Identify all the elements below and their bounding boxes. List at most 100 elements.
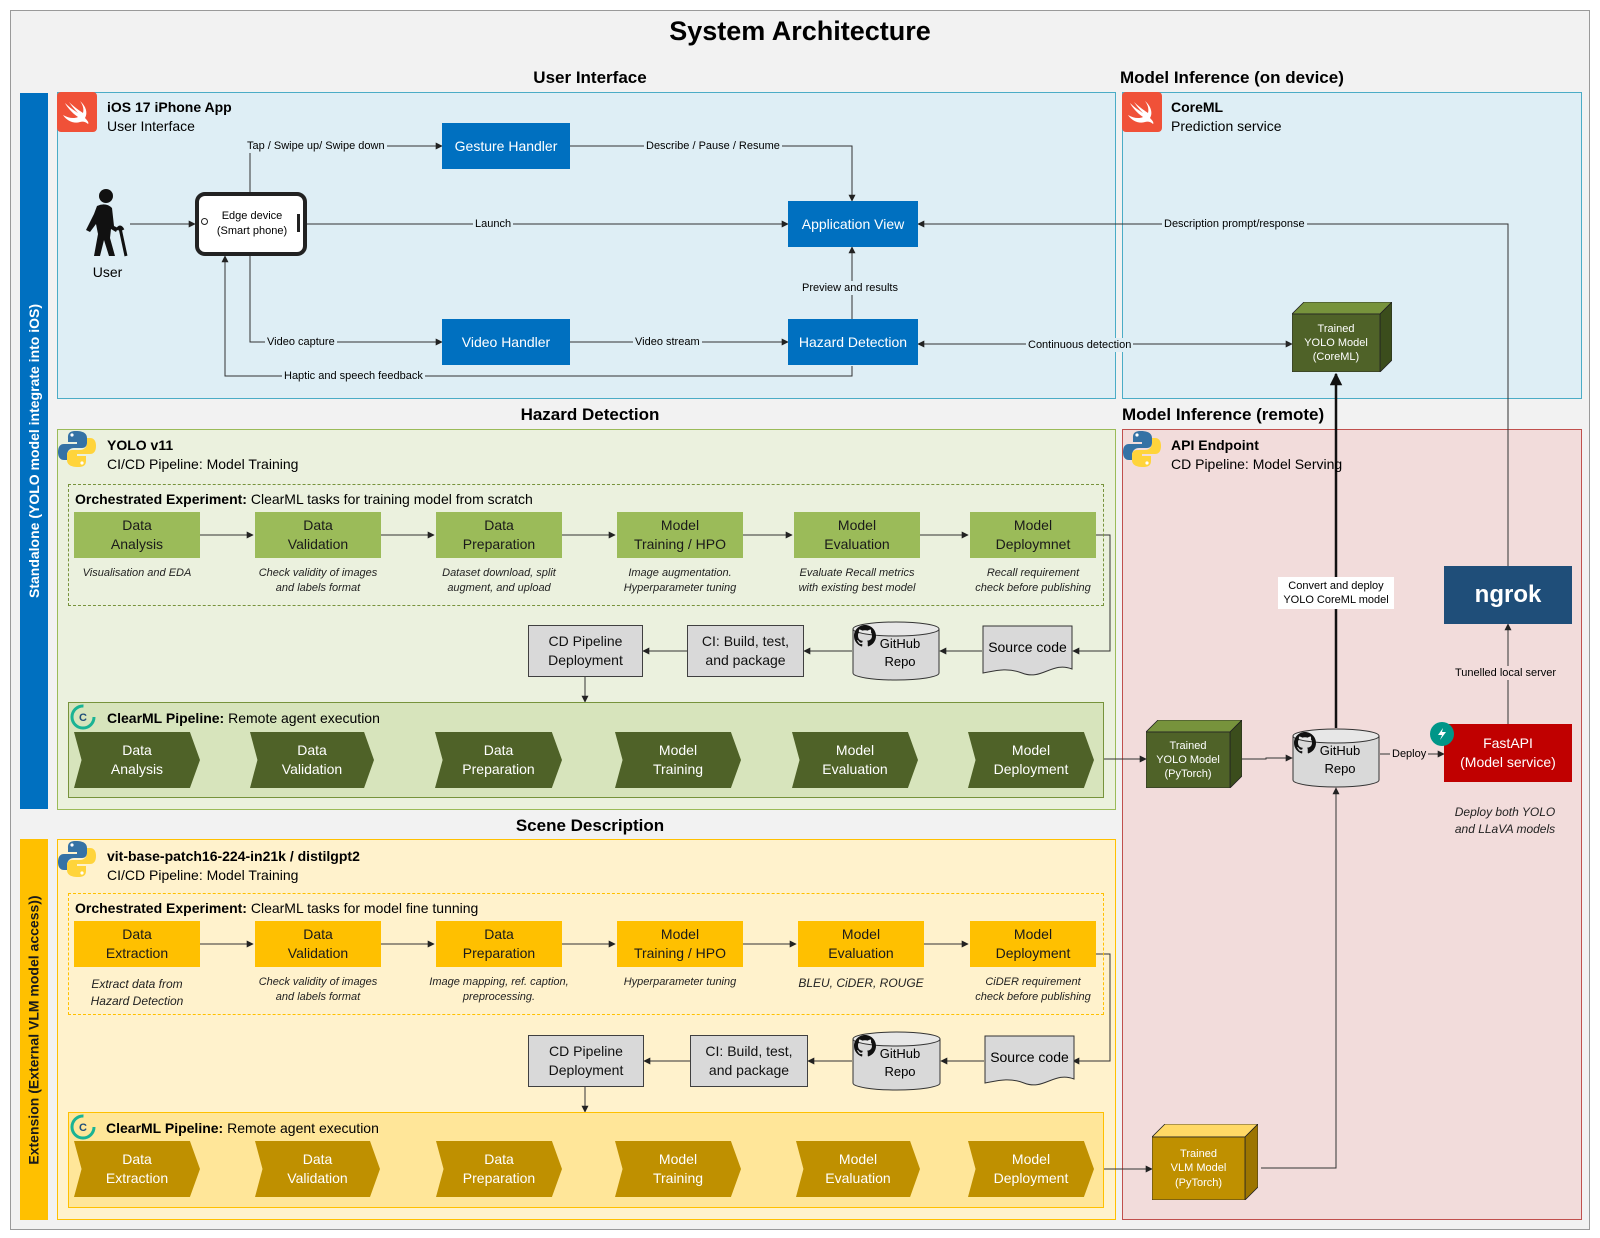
yolo-pipeline-title: ClearML Pipeline: Remote agent execution — [107, 710, 380, 726]
sidebar-extension: Extension (External VLM model access)) — [20, 839, 48, 1220]
trained-yolo-coreml-label: Trained YOLO Model (CoreML) — [1304, 322, 1368, 364]
yolo-step-model-training: Model Training / HPO — [617, 512, 743, 558]
vit-step-model-evaluation: Model Evaluation — [798, 921, 924, 967]
yolo-clearml-pipeline-container — [68, 702, 1104, 798]
edge-label-video-stream: Video stream — [633, 335, 702, 349]
diagram-title: System Architecture — [669, 16, 931, 46]
trained-yolo-pytorch-label: Trained YOLO Model (PyTorch) — [1156, 739, 1220, 781]
svg-text:C: C — [79, 712, 87, 724]
remote-github-icon — [1294, 732, 1316, 754]
application-view-box: Application View — [788, 201, 918, 247]
remote-github-label: GitHub Repo — [1319, 743, 1361, 776]
svg-text:C: C — [79, 1122, 87, 1134]
yolo-experiment-title: Orchestrated Experiment: ClearML tasks f… — [75, 491, 533, 507]
vit-clearml-pipeline-container — [68, 1112, 1104, 1208]
yolo-cd-pipeline-box: CD Pipeline Deployment — [528, 625, 643, 677]
yolo-chevron-model-evaluation: Model Evaluation — [792, 732, 918, 788]
vit-clearml-logo-icon: C — [70, 1114, 96, 1140]
sidebar-standalone: Standalone (YOLO model integrate into iO… — [20, 93, 48, 809]
yolo-name: YOLO v11 — [107, 437, 174, 453]
python-logo-icon — [57, 429, 97, 469]
edge-label-video-capture: Video capture — [265, 335, 337, 349]
vit-python-logo-icon — [57, 839, 97, 879]
yolo-chevron-model-training: Model Training — [615, 732, 741, 788]
user-icon — [82, 188, 132, 258]
tunnelled-local-server-label: Tunelled local server — [1453, 666, 1559, 680]
convert-deploy-label: Convert and deploy YOLO CoreML model — [1278, 577, 1394, 609]
vit-experiment-title: Orchestrated Experiment: ClearML tasks f… — [75, 900, 479, 916]
yolo-step-model-deployment: Model Deploymnet — [970, 512, 1096, 558]
edge-label-launch: Launch — [473, 217, 514, 231]
yolo-step-data-analysis: Data Analysis — [74, 512, 200, 558]
edge-label-haptic: Haptic and speech feedback — [282, 369, 425, 383]
vit-experiment-container — [68, 893, 1104, 1015]
phone-speaker-icon — [297, 214, 300, 232]
trained-yolo-pytorch-cube: Trained YOLO Model (PyTorch) — [1146, 720, 1242, 788]
section-title-ui: User Interface — [533, 68, 647, 87]
remote-subtitle: CD Pipeline: Model Serving — [1171, 456, 1343, 472]
section-title-inference-device: Model Inference (on device) — [1120, 68, 1344, 87]
gesture-handler-box: Gesture Handler — [442, 123, 570, 169]
yolo-subtitle: CI/CD Pipeline: Model Training — [107, 456, 299, 472]
edge-label-preview: Preview and results — [800, 281, 900, 295]
vit-subtitle: CI/CD Pipeline: Model Training — [107, 867, 299, 883]
vit-note-model-training: Hyperparameter tuning — [623, 976, 737, 988]
yolo-chevron-model-deployment: Model Deployment — [968, 732, 1094, 788]
edge-label-continuous: Continuous detection — [1026, 338, 1134, 352]
vit-note-data-extraction: Extract data from Hazard Detection — [90, 977, 184, 1008]
yolo-chevron-data-analysis: Data Analysis — [74, 732, 200, 788]
vit-chevron-model-deployment: Model Deployment — [968, 1141, 1094, 1197]
user-label: User — [92, 264, 123, 280]
yolo-step-data-validation: Data Validation — [255, 512, 381, 558]
yolo-experiment-container — [68, 484, 1104, 606]
vit-step-data-validation: Data Validation — [255, 921, 381, 967]
deploy-label: Deploy — [1390, 747, 1429, 761]
video-handler-box: Video Handler — [442, 319, 570, 365]
yolo-github-label: GitHub Repo — [879, 636, 921, 669]
clearml-logo-icon: C — [70, 704, 96, 730]
yolo-source-code-doc: Source code — [982, 625, 1073, 677]
yolo-note-model-training: Image augmentation. Hyperparameter tunin… — [623, 567, 737, 595]
remote-github-repo-cylinder: GitHub Repo — [1292, 728, 1380, 788]
yolo-step-model-evaluation: Model Evaluation — [794, 512, 920, 558]
coreml-name: CoreML — [1171, 99, 1224, 115]
yolo-note-model-deployment: Recall requirement check before publishi… — [975, 567, 1091, 595]
yolo-note-data-validation: Check validity of images and labels form… — [258, 567, 378, 595]
edge-label-tap: Tap / Swipe up/ Swipe down — [245, 139, 387, 153]
yolo-chevron-data-validation: Data Validation — [250, 732, 374, 788]
remote-name: API Endpoint — [1171, 437, 1259, 453]
vit-step-data-extraction: Data Extraction — [74, 921, 200, 967]
github-icon — [854, 625, 876, 647]
vit-note-model-evaluation: BLEU, CiDER, ROUGE — [798, 976, 924, 990]
yolo-github-repo-cylinder: GitHub Repo — [852, 621, 940, 681]
fastapi-box: FastAPI (Model service) — [1444, 724, 1572, 782]
ngrok-box: ngrok — [1444, 566, 1572, 624]
edge-label-description-prompt: Description prompt/response — [1162, 217, 1307, 231]
yolo-source-code-label: Source code — [988, 638, 1067, 655]
yolo-note-data-preparation: Dataset download, split augment, and upl… — [442, 567, 556, 595]
vit-pipeline-title: ClearML Pipeline: Remote agent execution — [106, 1120, 379, 1136]
yolo-note-data-analysis: Visualisation and EDA — [82, 567, 192, 579]
phone-home-button-icon — [201, 218, 208, 225]
section-title-scene: Scene Description — [515, 816, 665, 835]
fastapi-logo-icon — [1430, 722, 1454, 746]
vit-note-data-validation: Check validity of images and labels form… — [258, 976, 378, 1004]
vit-cd-pipeline-box: CD Pipeline Deployment — [528, 1035, 644, 1087]
edge-device-label: Edge device (Smart phone) — [216, 210, 288, 237]
yolo-chevron-data-preparation: Data Preparation — [435, 732, 562, 788]
vit-source-code-label: Source code — [990, 1048, 1069, 1065]
vit-chevron-data-validation: Data Validation — [255, 1141, 380, 1197]
vit-step-data-preparation: Data Preparation — [436, 921, 562, 967]
vit-note-data-preparation: Image mapping, ref. caption, preprocessi… — [429, 976, 569, 1004]
edge-device-phone: Edge device (Smart phone) — [195, 192, 307, 256]
vit-chevron-data-preparation: Data Preparation — [436, 1141, 562, 1197]
vit-github-icon — [854, 1035, 876, 1057]
swift-logo-icon — [57, 92, 97, 132]
yolo-ci-box: CI: Build, test, and package — [687, 625, 804, 677]
yolo-note-model-evaluation: Evaluate Recall metrics with existing be… — [798, 567, 916, 595]
vit-note-model-deployment: CiDER requirement check before publishin… — [975, 976, 1091, 1004]
section-title-hazard: Hazard Detection — [520, 405, 660, 424]
vit-chevron-model-training: Model Training — [615, 1141, 741, 1197]
vit-chevron-model-evaluation: Model Evaluation — [796, 1141, 920, 1197]
vit-github-label: GitHub Repo — [879, 1046, 921, 1079]
